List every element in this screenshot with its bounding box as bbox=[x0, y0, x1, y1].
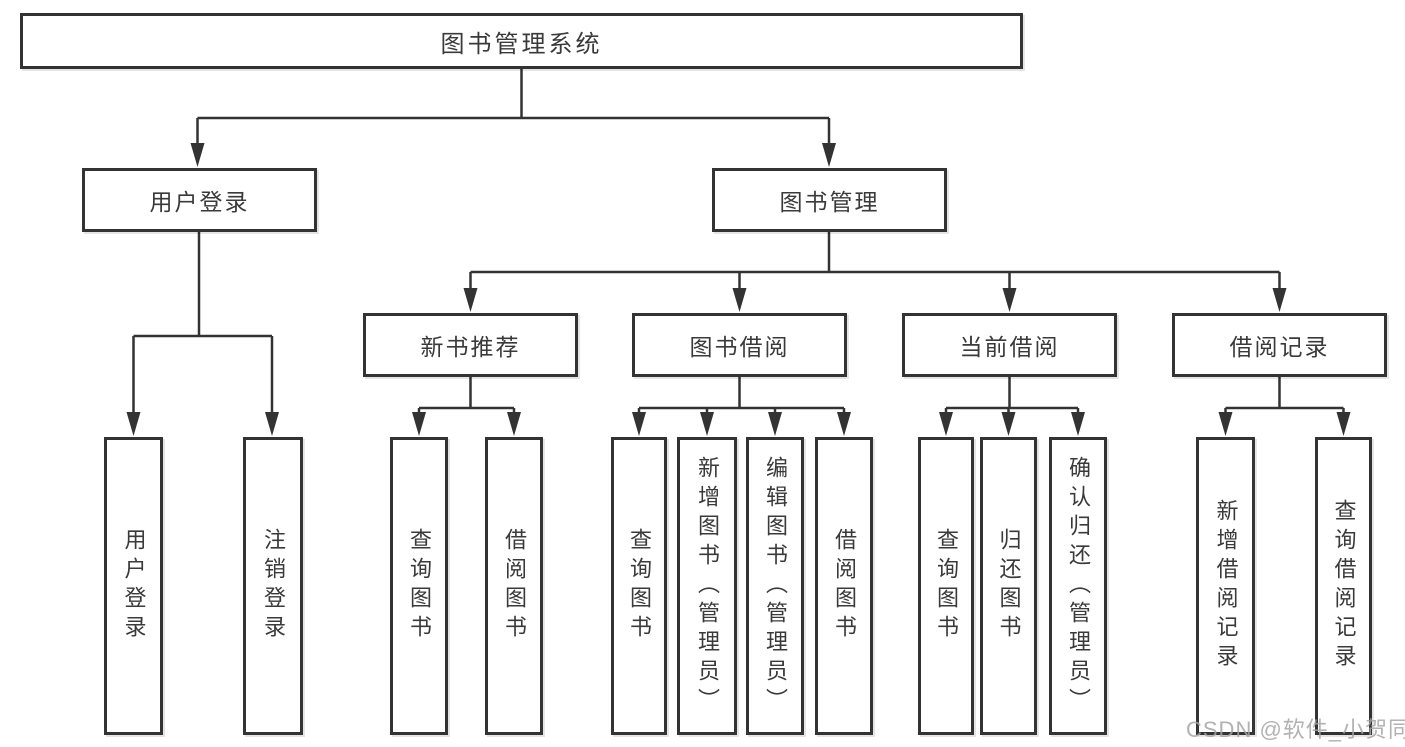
node-current-borrowing: 当前借阅 bbox=[902, 313, 1117, 377]
leaf-user-login: 用户登录 bbox=[104, 437, 163, 735]
node-new-book-recommendation: 新书推荐 bbox=[363, 313, 578, 377]
csdn-watermark: CSDN @软件_小贺同学 bbox=[1186, 717, 1405, 742]
leaf-edit-books-admin: 编辑图书（管理员） bbox=[746, 437, 804, 735]
connector-edges bbox=[132, 68, 1345, 421]
leaf-borrow-books-2: 借阅图书 bbox=[815, 437, 873, 735]
node-borrowing-records: 借阅记录 bbox=[1172, 313, 1387, 377]
leaf-add-borrow-record: 新增借阅记录 bbox=[1196, 437, 1255, 735]
node-user-login: 用户登录 bbox=[82, 168, 317, 232]
leaf-query-books-2: 查询图书 bbox=[611, 437, 667, 735]
arrowheads bbox=[126, 143, 1351, 436]
leaf-add-books-admin: 新增图书（管理员） bbox=[677, 437, 737, 735]
leaf-query-books-3: 查询图书 bbox=[918, 437, 974, 735]
leaf-logout: 注销登录 bbox=[243, 437, 303, 735]
node-library-management-system: 图书管理系统 bbox=[20, 13, 1023, 69]
node-book-management: 图书管理 bbox=[712, 168, 947, 232]
leaf-confirm-return-admin: 确认归还（管理员） bbox=[1049, 437, 1107, 735]
leaf-borrow-books-1: 借阅图书 bbox=[485, 437, 543, 735]
leaf-return-books: 归还图书 bbox=[980, 437, 1037, 735]
leaf-query-borrow-record: 查询借阅记录 bbox=[1315, 437, 1372, 735]
node-book-borrowing: 图书借阅 bbox=[632, 313, 847, 377]
leaf-query-books-1: 查询图书 bbox=[390, 437, 448, 735]
